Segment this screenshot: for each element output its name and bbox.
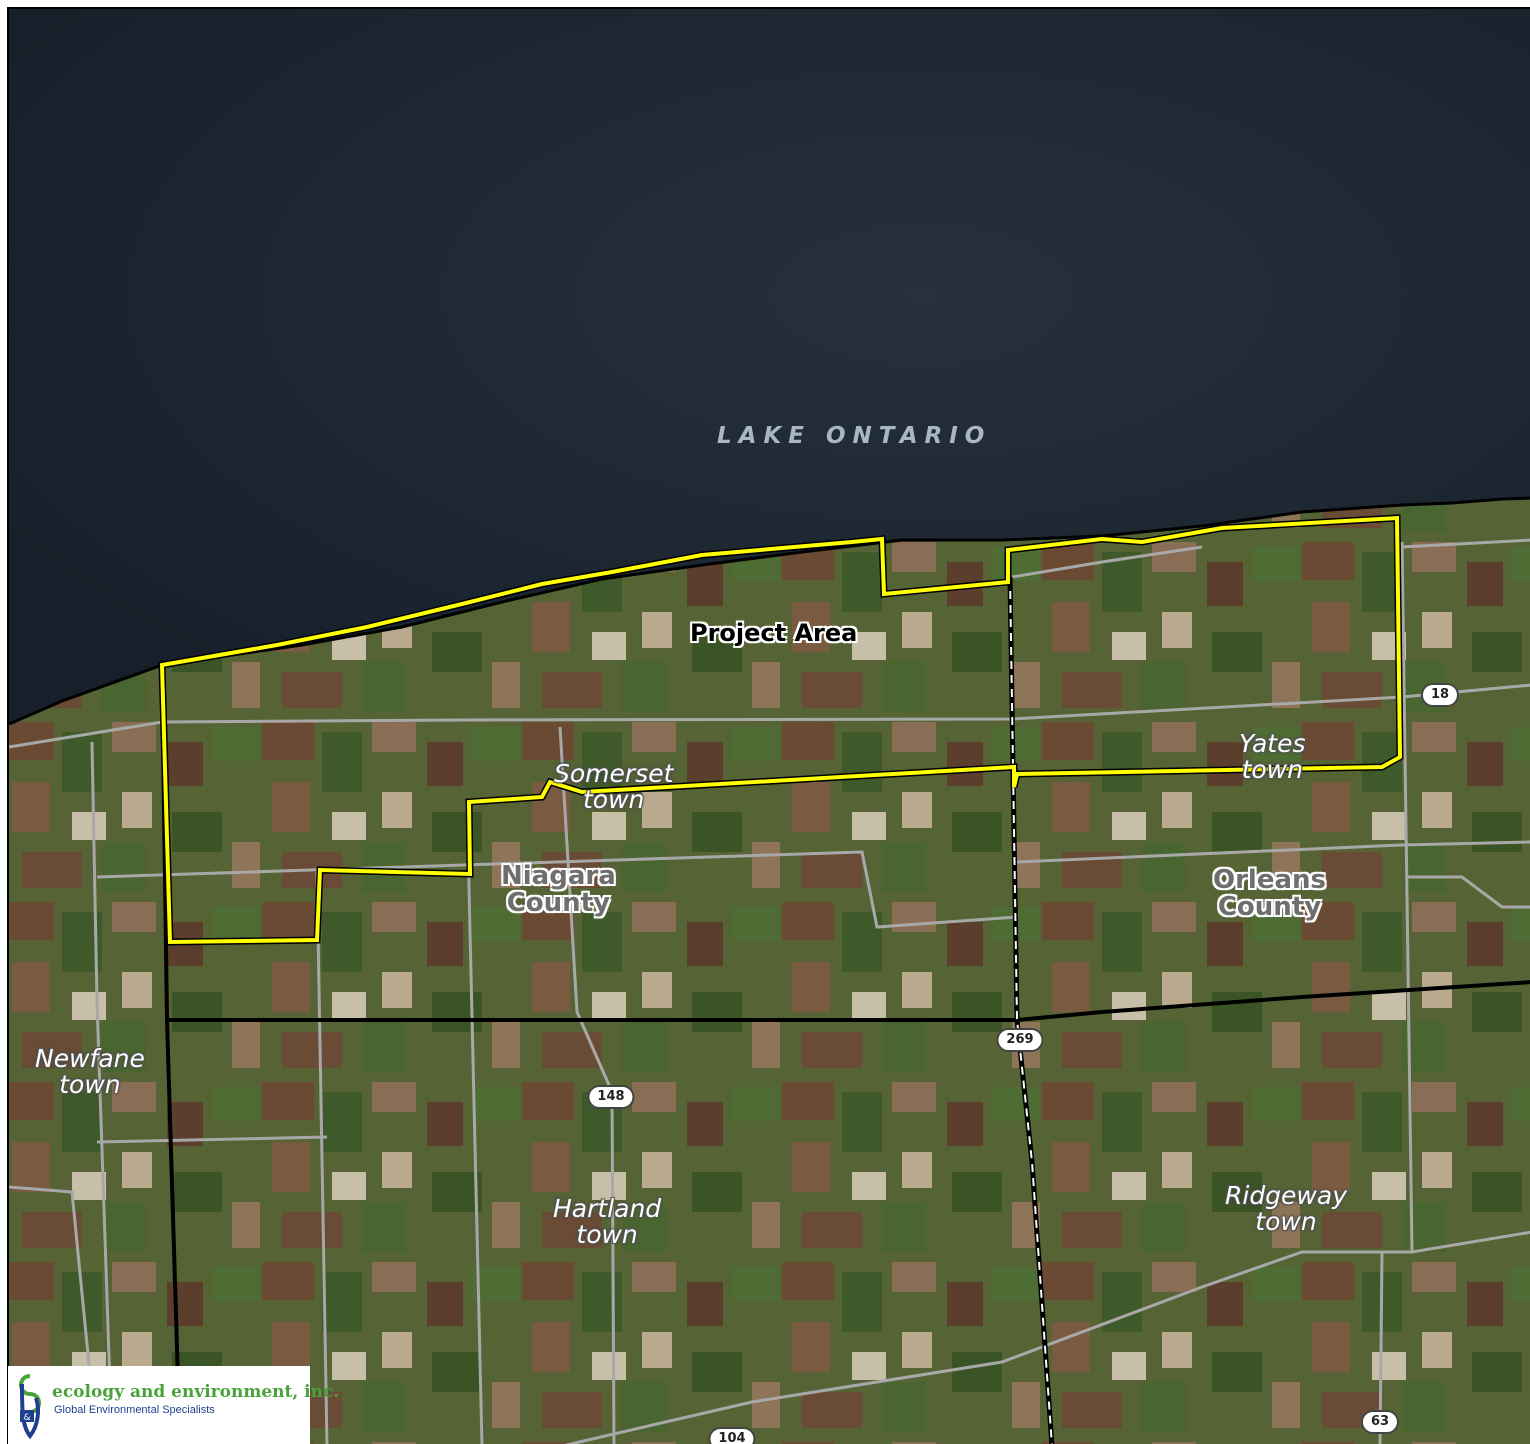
town-label-yates: Yates town [1239, 729, 1306, 785]
county-suffix: County [506, 888, 611, 919]
aerial-map [9, 9, 1530, 1444]
town-label-ridgeway: Ridgeway town [1225, 1181, 1347, 1237]
town-suffix: town [576, 1220, 638, 1250]
town-label-hartland: Hartland town [553, 1194, 662, 1250]
town-name: Yates [1239, 729, 1306, 758]
route-shield-18: 18 [1420, 683, 1460, 707]
logo-company-name: ecology and environment, inc. [52, 1382, 340, 1402]
svg-text:&: & [23, 1413, 30, 1423]
town-name: Newfane [35, 1044, 145, 1073]
route-shield-148: 148 [587, 1085, 635, 1109]
town-label-somerset: Somerset town [554, 759, 674, 815]
county-name: Niagara [501, 861, 616, 891]
town-suffix: town [1241, 755, 1303, 785]
project-area-label: Project Area [690, 619, 858, 647]
logo-tagline: Global Environmental Specialists [54, 1404, 215, 1416]
county-label-niagara: Niagara County [501, 861, 616, 919]
town-name: Ridgeway [1225, 1181, 1347, 1210]
town-name: Somerset [554, 759, 674, 788]
company-logo: & ecology and environment, inc. Global E… [8, 1366, 339, 1444]
town-name: Hartland [553, 1194, 662, 1223]
lake-ontario-label: LAKE ONTARIO [717, 423, 992, 449]
ecology-environment-logo-icon: & [19, 1374, 41, 1440]
town-suffix: town [1255, 1207, 1317, 1237]
county-name: Orleans [1213, 865, 1327, 895]
route-shield-269: 269 [996, 1028, 1044, 1052]
county-label-orleans: Orleans County [1213, 865, 1327, 923]
shoreline [9, 496, 1530, 726]
town-suffix: town [583, 785, 645, 815]
route-shield-104: 104 [708, 1427, 756, 1444]
town-suffix: town [59, 1070, 121, 1100]
county-suffix: County [1217, 892, 1322, 923]
route-shield-63: 63 [1360, 1410, 1400, 1434]
town-label-newfane: Newfane town [35, 1044, 145, 1100]
lake-water [9, 9, 1530, 724]
map-frame[interactable]: LAKE ONTARIO Project Area Somerset town … [7, 7, 1530, 1444]
project-area-boundary-fill [159, 515, 1403, 945]
dashed-boundary-inner [1009, 576, 1053, 1444]
